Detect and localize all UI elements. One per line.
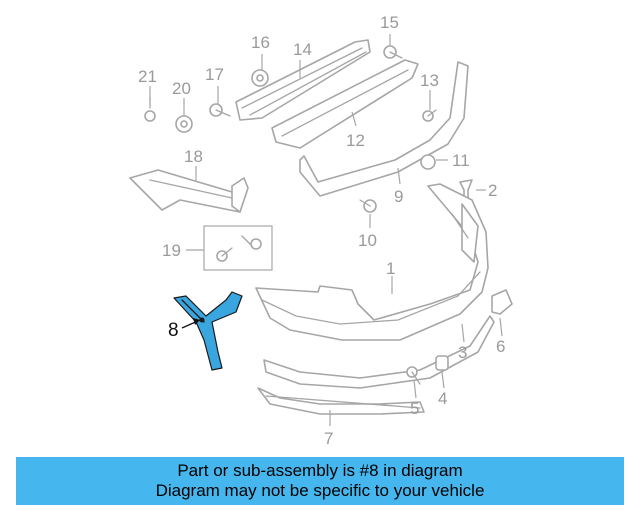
part-19-fastener-box (203, 225, 273, 271)
callout-11: 11 (452, 151, 470, 170)
callout-labels: 15 16 14 21 17 20 13 12 11 18 2 9 10 19 … (138, 13, 505, 448)
part-8-highlighted-bracket[interactable] (173, 291, 243, 371)
callout-14: 14 (293, 40, 312, 59)
callout-3: 3 (458, 343, 467, 362)
part-18-side-bracket (129, 169, 249, 213)
callout-17: 17 (205, 65, 224, 84)
callout-8: 8 (168, 320, 179, 341)
fasteners (144, 45, 473, 213)
callout-18: 18 (184, 147, 203, 166)
callout-5: 5 (410, 399, 419, 418)
callout-1: 1 (386, 259, 395, 278)
callout-6: 6 (496, 337, 505, 356)
callout-20: 20 (172, 79, 191, 98)
leader-lines (149, 34, 503, 426)
callout-13: 13 (420, 71, 439, 90)
callout-21: 21 (138, 67, 157, 86)
callout-19: 19 (162, 241, 181, 260)
callout-2: 2 (488, 181, 497, 200)
part-6-cover (491, 289, 513, 315)
callout-10: 10 (358, 231, 377, 250)
part-1-bumper-cover (255, 183, 489, 341)
caption-line-2: Diagram may not be specific to your vehi… (155, 481, 485, 500)
part-14-reinforcement (235, 39, 371, 121)
callout-7: 7 (324, 429, 333, 448)
parts-diagram: 15 16 14 21 17 20 13 12 11 18 2 9 10 19 … (129, 13, 513, 448)
part-7-valance (257, 387, 425, 415)
callout-9: 9 (394, 187, 403, 206)
callout-12: 12 (346, 131, 365, 150)
callout-4: 4 (438, 389, 447, 408)
callout-15: 15 (380, 13, 399, 32)
caption-line-1: Part or sub-assembly is #8 in diagram (177, 461, 463, 480)
callout-16: 16 (251, 33, 270, 52)
caption-banner: Part or sub-assembly is #8 in diagram Di… (16, 457, 624, 505)
part-9-bracket (299, 61, 469, 197)
parts-4-5 (406, 355, 449, 385)
part-12-absorber (271, 59, 419, 149)
